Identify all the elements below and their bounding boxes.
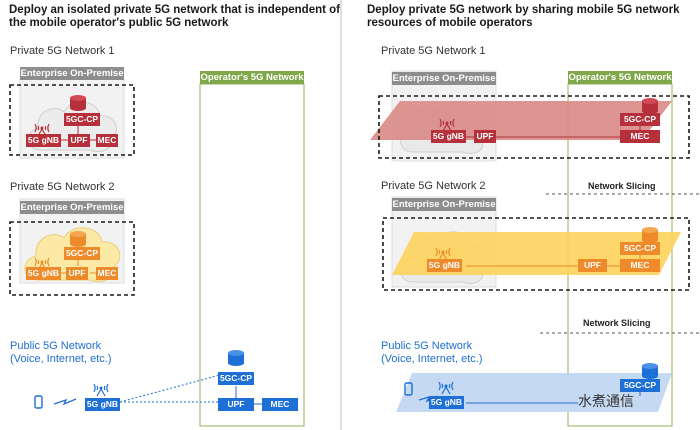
- gnb-node-right-1: 5G gNB: [431, 130, 466, 143]
- mec-node-left-1: MEC: [96, 134, 118, 147]
- right-enterprise-header-1: Enterprise On-Premise: [392, 72, 496, 85]
- left-heading-line2: the mobile operator's public 5G network: [9, 17, 229, 29]
- core-node-public-left: 5GC-CP: [218, 372, 254, 385]
- upf-node-left-1: UPF: [68, 134, 90, 147]
- antenna-icon: [93, 383, 109, 397]
- radio-signal-icon: [53, 398, 77, 406]
- upf-node-right-2: UPF: [578, 259, 607, 272]
- slice-band-yellow: [392, 232, 681, 275]
- left-heading-line1: Deploy an isolated private 5G network th…: [9, 4, 341, 16]
- core-node-right-1: 5GC-CP: [620, 113, 660, 126]
- right-public-line2: (Voice, Internet, etc.): [381, 353, 483, 365]
- database-icon: [642, 363, 658, 379]
- antenna-icon: [435, 247, 451, 261]
- watermark: 水煮通信: [578, 393, 634, 409]
- gnb-node-public-left: 5G gNB: [85, 398, 120, 411]
- slicing-label-1: Network Slicing: [588, 181, 656, 191]
- link-gnb-core-left: [119, 374, 221, 403]
- left-public-line2: (Voice, Internet, etc.): [10, 353, 112, 365]
- database-icon: [642, 227, 658, 243]
- left-enterprise-header-2: Enterprise On-Premise: [20, 201, 124, 214]
- operator-frame-left: [199, 83, 305, 427]
- antenna-icon: [439, 118, 455, 132]
- database-icon: [70, 95, 86, 111]
- left-public-line1: Public 5G Network: [10, 340, 102, 352]
- core-node-public-right: 5GC-CP: [620, 379, 660, 392]
- upf-node-public-left: UPF: [218, 398, 254, 411]
- mec-node-right-1: MEC: [620, 130, 660, 143]
- left-network2-label: Private 5G Network 2: [10, 181, 115, 193]
- right-network1-label: Private 5G Network 1: [381, 45, 486, 57]
- upf-node-right-1: UPF: [474, 130, 496, 143]
- mec-node-public-left: MEC: [262, 398, 298, 411]
- right-heading-line2: resources of mobile operators: [367, 17, 533, 29]
- upf-node-left-2: UPF: [66, 267, 88, 280]
- slice-band-blue: [396, 373, 672, 412]
- right-heading-line1: Deploy private 5G network by sharing mob…: [367, 4, 680, 16]
- database-icon: [642, 98, 658, 114]
- database-icon: [228, 350, 244, 366]
- core-node-left-1: 5GC-CP: [64, 113, 100, 126]
- gnb-node-left-2: 5G gNB: [26, 267, 61, 280]
- mec-node-left-2: MEC: [96, 267, 118, 280]
- core-node-right-2: 5GC-CP: [620, 242, 660, 255]
- right-operator-header: Operator's 5G Network: [568, 71, 672, 84]
- gnb-node-public-right: 5G gNB: [429, 396, 464, 409]
- left-operator-header: Operator's 5G Network: [200, 71, 304, 84]
- gnb-node-right-2: 5G gNB: [427, 259, 462, 272]
- network-boundary-left-1: [9, 84, 135, 156]
- slicing-label-2: Network Slicing: [583, 318, 651, 328]
- mec-node-right-2: MEC: [620, 259, 660, 272]
- antenna-icon: [438, 381, 454, 395]
- left-network1-label: Private 5G Network 1: [10, 45, 115, 57]
- phone-icon: [34, 395, 43, 409]
- network-boundary-left-2: [9, 221, 135, 296]
- core-node-left-2: 5GC-CP: [64, 247, 100, 260]
- network-boundary-right-1: [378, 95, 690, 159]
- database-icon: [70, 231, 86, 247]
- left-enterprise-header-1: Enterprise On-Premise: [20, 67, 124, 80]
- right-network2-label: Private 5G Network 2: [381, 180, 486, 192]
- phone-icon: [404, 382, 413, 396]
- gnb-node-left-1: 5G gNB: [26, 134, 61, 147]
- right-enterprise-header-2: Enterprise On-Premise: [392, 198, 496, 211]
- right-public-line1: Public 5G Network: [381, 340, 473, 352]
